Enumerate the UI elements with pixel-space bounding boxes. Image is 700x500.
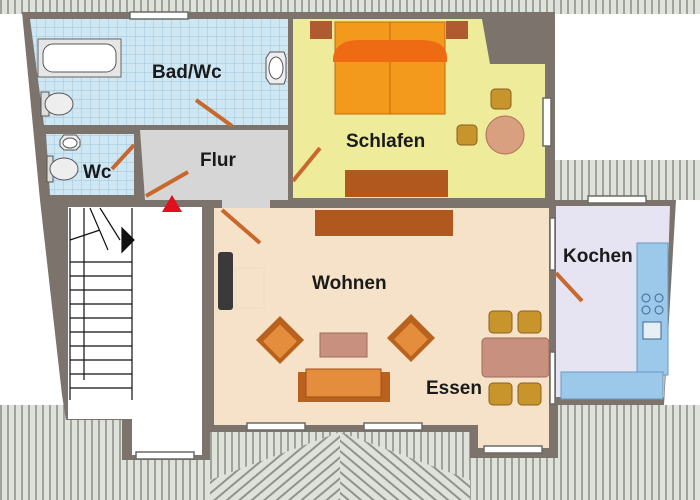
living-wardrobe bbox=[315, 210, 453, 236]
label-living: Wohnen bbox=[312, 273, 387, 294]
dining-chair-2 bbox=[517, 310, 542, 334]
entrance-corridor bbox=[132, 207, 202, 455]
label-hall: Flur bbox=[200, 150, 236, 171]
door-entrance bbox=[145, 170, 189, 198]
room-living bbox=[214, 208, 549, 448]
roof-gable-right bbox=[340, 432, 470, 500]
window-kitchen bbox=[587, 195, 647, 204]
label-dining: Essen bbox=[426, 378, 482, 399]
dining-chair-3 bbox=[488, 382, 513, 406]
toilet-icon bbox=[40, 91, 74, 117]
room-hall bbox=[140, 130, 288, 208]
roof-gable-left bbox=[210, 432, 340, 500]
label-bath: Bad/Wc bbox=[152, 62, 222, 83]
bathtub bbox=[37, 38, 122, 78]
window-kitchen-side-2 bbox=[549, 351, 556, 405]
window-entrance bbox=[135, 451, 195, 460]
wc-toilet-icon bbox=[46, 155, 79, 183]
double-bed bbox=[333, 21, 447, 115]
dining-chair-1 bbox=[488, 310, 513, 334]
armchair-right bbox=[386, 313, 436, 363]
staircase bbox=[69, 207, 135, 400]
label-wc: Wc bbox=[83, 162, 112, 183]
wc-washbasin-icon bbox=[59, 134, 81, 151]
label-bedroom: Schlafen bbox=[346, 131, 425, 152]
door-bath bbox=[194, 98, 234, 128]
window-kitchen-side-1 bbox=[549, 217, 556, 271]
entrance-marker-icon bbox=[162, 195, 182, 212]
armchair-left bbox=[255, 315, 305, 365]
door-bedroom bbox=[291, 146, 322, 183]
stairwell bbox=[68, 207, 132, 419]
nightstand-left bbox=[310, 21, 332, 39]
roof-right bbox=[555, 160, 700, 200]
dining-chair-4 bbox=[517, 382, 542, 406]
coffee-table bbox=[319, 332, 368, 358]
tv-icon bbox=[218, 252, 233, 310]
label-kitchen: Kochen bbox=[563, 246, 633, 267]
washbasin-icon bbox=[265, 51, 287, 85]
door-kitchen bbox=[554, 271, 584, 303]
stove-icon bbox=[641, 293, 664, 315]
bedroom-chair-2 bbox=[456, 124, 478, 146]
window-dining bbox=[483, 445, 543, 454]
window-bedroom bbox=[542, 97, 552, 147]
door-living bbox=[220, 208, 262, 245]
sofa bbox=[298, 368, 390, 402]
door-wc bbox=[110, 143, 136, 171]
bedroom-chair-1 bbox=[490, 88, 512, 110]
window-living-2 bbox=[363, 422, 423, 431]
window-living-1 bbox=[246, 422, 306, 431]
tv-stand bbox=[235, 267, 265, 309]
window-bath bbox=[129, 11, 189, 20]
roof-top bbox=[0, 0, 700, 14]
nightstand-right bbox=[446, 21, 468, 39]
bedroom-wardrobe bbox=[345, 170, 448, 197]
kitchen-counter bbox=[560, 242, 669, 400]
bedroom-round-table bbox=[485, 115, 525, 155]
dining-table bbox=[481, 337, 550, 378]
sink-icon bbox=[642, 321, 662, 340]
